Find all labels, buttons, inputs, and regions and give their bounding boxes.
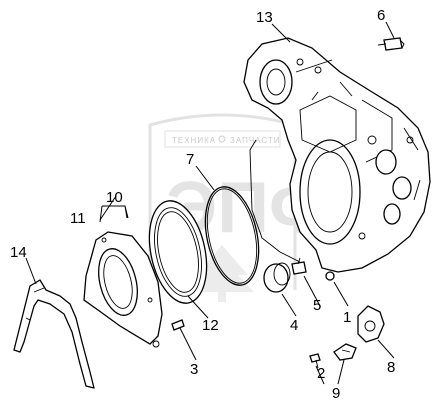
label-6: 6 [377,7,385,24]
leader-lines [25,21,395,385]
bolt-2 [309,353,321,369]
callout-labels: 13 6 7 10 11 12 3 14 4 5 1 8 9 2 [10,7,395,402]
label-10: 10 [106,189,123,206]
label-1: 1 [343,309,351,326]
bracket-9 [333,343,357,361]
bolt-6 [377,37,405,51]
cover-plate-8 [357,305,385,343]
oil-seal-ring-12 [148,200,208,304]
label-7: 7 [186,151,194,168]
label-11: 11 [70,210,86,227]
label-13: 13 [256,9,273,26]
label-12: 12 [202,317,219,334]
label-2: 2 [317,365,325,382]
nut-1 [325,271,335,281]
label-4: 4 [290,317,298,334]
label-9: 9 [332,385,340,402]
label-8: 8 [387,359,395,376]
pin-3 [171,319,185,331]
label-3: 3 [190,361,198,378]
flywheel-housing [243,37,431,273]
seal-ring-7 [204,186,260,286]
gasket-14 [13,279,95,389]
watermark-right-text: ЗАПЧАСТИ [230,136,280,145]
bolt-5 [291,257,307,275]
seal-retainer-11 [83,231,163,348]
label-5: 5 [313,297,321,314]
watermark-gear-icon [218,135,226,143]
plug-4 [263,262,291,293]
watermark-left-text: ТЕХНИКА [172,136,216,145]
label-14: 14 [10,244,27,261]
